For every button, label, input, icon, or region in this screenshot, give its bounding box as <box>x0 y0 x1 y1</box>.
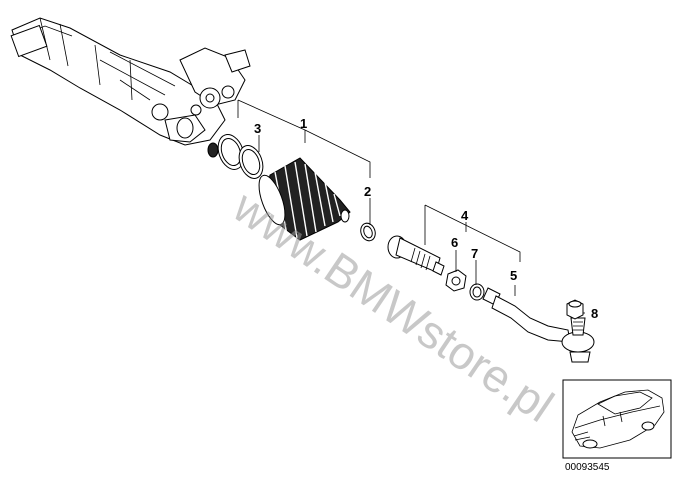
vehicle-thumbnail <box>562 379 672 459</box>
clamp-ring <box>360 222 376 242</box>
outer-tie-rod-end <box>482 287 595 363</box>
callout-7: 7 <box>471 246 478 261</box>
reference-number: 00093545 <box>565 462 610 473</box>
leader-lines <box>237 99 585 314</box>
callout-5: 5 <box>510 268 517 283</box>
hex-nut <box>445 269 467 292</box>
tie-rod-axial-joint <box>387 235 445 276</box>
steering-gear-housing <box>10 17 251 158</box>
self-locking-nut <box>566 299 584 320</box>
callout-6: 6 <box>451 235 458 250</box>
retaining-ring-pair <box>217 134 264 179</box>
callout-4: 4 <box>461 208 469 223</box>
callout-labels: 1 2 3 4 5 6 7 8 <box>254 116 598 321</box>
callout-3: 3 <box>254 121 261 136</box>
callout-2: 2 <box>364 184 371 199</box>
callout-1: 1 <box>300 116 307 131</box>
callout-8: 8 <box>591 306 598 321</box>
bellows-boot <box>258 157 351 241</box>
car-silhouette-icon <box>571 389 665 449</box>
lock-ring <box>469 283 485 301</box>
